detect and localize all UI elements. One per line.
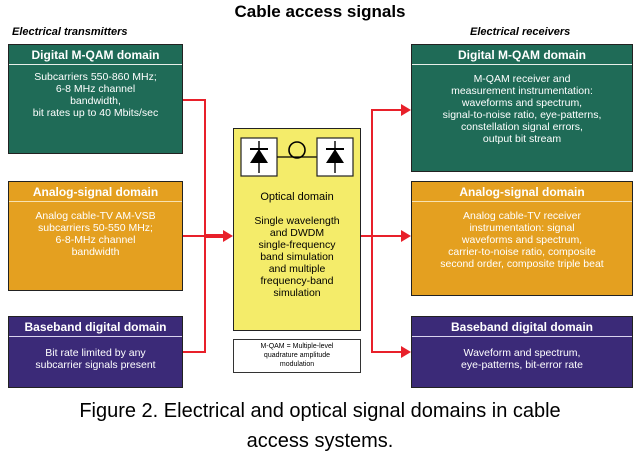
tx-analog-box: Analog-signal domain Analog cable-TV AM-… [8,181,183,291]
text-line: and DWDM [269,227,325,239]
rx-baseband-header: Baseband digital domain [412,317,632,337]
text-line: waveforms and spectrum, [461,234,583,246]
tx-mqam-box: Digital M-QAM domain Subcarriers 550-860… [8,44,183,154]
text-line: frequency-band [260,275,334,287]
text-line: Bit rate limited by any [45,347,146,359]
optical-devices-graphic [240,137,354,177]
tx-baseband-header: Baseband digital domain [9,317,182,337]
optical-domain-title: Optical domain [260,191,334,203]
text-line: bandwidth [71,246,120,258]
optical-domain-box: Optical domain Single wavelength and DWD… [233,128,361,331]
transmitters-heading: Electrical transmitters [12,26,128,38]
receivers-heading: Electrical receivers [470,26,571,38]
diagram-title: Cable access signals [234,2,406,21]
rx-baseband-box: Baseband digital domain Waveform and spe… [411,316,633,388]
text-line: carrier-to-noise ratio, composite [448,246,596,258]
rx-analog-box: Analog-signal domain Analog cable-TV rec… [411,181,633,296]
arrow-mqam-to-optical [183,99,226,236]
text-line: Subcarriers 550-860 MHz; [34,71,157,83]
text-line: simulation [273,287,321,299]
rx-analog-header: Analog-signal domain [412,182,632,202]
fiber-coil-icon [288,141,306,159]
text-line: Figure 2. Electrical and optical signal … [79,400,561,422]
text-line: eye-patterns, bit-error rate [461,359,583,371]
arrow-baseband-to-optical [183,236,226,353]
text-line: single-frequency [258,239,336,251]
arrowhead-rx-baseband [401,346,411,358]
rx-analog-text: Analog cable-TV receiver instrumentation… [412,202,632,270]
tx-mqam-text: Subcarriers 550-860 MHz; 6-8 MHz channel… [9,65,182,119]
tx-analog-text: Analog cable-TV AM-VSB subcarriers 50-55… [9,202,182,258]
text-line: Waveform and spectrum, [463,347,581,359]
text-line: subcarrier signals present [35,359,156,371]
tx-baseband-box: Baseband digital domain Bit rate limited… [8,316,183,388]
rx-baseband-text: Waveform and spectrum, eye-patterns, bit… [412,337,632,371]
rx-mqam-header: Digital M-QAM domain [412,45,632,65]
rx-mqam-box: Digital M-QAM domain M-QAM receiver and … [411,44,633,172]
text-line: instrumentation: signal [469,222,575,234]
laser-diode-icon [250,141,268,173]
text-line: M-QAM receiver and [473,73,571,85]
arrow-optical-to-baseband [371,236,404,353]
text-line: modulation [279,361,315,368]
text-line: M-QAM = Multiple-level [260,343,334,350]
figure-caption: Figure 2. Electrical and optical signal … [0,396,640,456]
text-line: bandwidth, [70,95,121,107]
text-line: 6-8-MHz channel [55,234,136,246]
text-line: waveforms and spectrum, [461,97,583,109]
tx-mqam-header: Digital M-QAM domain [9,45,182,65]
text-line: band simulation [260,251,334,263]
text-line: 6-8 MHz channel [55,83,136,95]
text-line: second order, composite triple beat [440,258,604,270]
text-line: bit rates up to 40 Mbits/sec [32,107,159,119]
optical-domain-text: Single wavelength and DWDM single-freque… [236,215,358,299]
arrowhead-rx-mqam [401,104,411,116]
text-line: and multiple [268,263,326,275]
text-line: subcarriers 50-550 MHz; [38,222,153,234]
tx-analog-header: Analog-signal domain [9,182,182,202]
photodiode-icon [326,141,344,173]
text-line: Analog cable-TV receiver [463,210,581,222]
text-line: quadrature amplitude [263,352,331,359]
arrowhead-rx-analog [401,230,411,242]
tx-baseband-text: Bit rate limited by any subcarrier signa… [9,337,182,371]
text-line: Single wavelength [254,215,340,227]
text-line: signal-to-noise ratio, eye-patterns, [442,109,602,121]
mqam-legend: M-QAM = Multiple-level quadrature amplit… [233,339,361,373]
rx-mqam-text: M-QAM receiver and measurement instrumen… [412,65,632,145]
text-line: Analog cable-TV AM-VSB [35,210,156,222]
arrowhead-optical-in [223,230,233,242]
text-line: output bit stream [482,133,562,145]
text-line: access systems. [246,430,394,452]
arrow-optical-to-mqam [361,109,404,237]
text-line: measurement instrumentation: [451,85,593,97]
text-line: constellation signal errors, [461,121,583,133]
